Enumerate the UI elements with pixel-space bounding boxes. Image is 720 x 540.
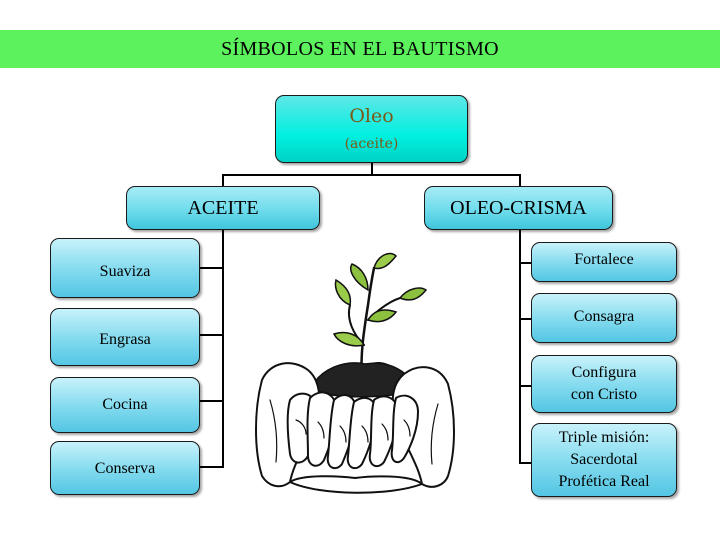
- leaf-label-line-3: Profética Real: [558, 473, 650, 490]
- leaf-label: Suaviza: [99, 263, 151, 280]
- right-tick-1: [519, 262, 531, 264]
- leaf-conserva: Conserva: [50, 441, 200, 495]
- category-bar: [222, 174, 521, 176]
- category-oleo-crisma-label: OLEO-CRISMA: [450, 197, 587, 219]
- leaf-label: Consagra: [573, 308, 635, 325]
- leaf-label-line-1: Triple misión:: [558, 429, 650, 446]
- right-spine: [519, 230, 521, 464]
- title-bar: [0, 30, 720, 68]
- leaf-consagra: Consagra: [531, 293, 677, 343]
- seedling-drawing: [255, 252, 455, 494]
- leaf-label: Fortalece: [574, 251, 634, 268]
- right-tick-3: [519, 385, 531, 387]
- diagram-title: SÍMBOLOS EN EL BAUTISMO: [221, 38, 499, 60]
- left-tick-1: [200, 267, 224, 269]
- leaf-label-line-2: Sacerdotal: [570, 451, 638, 468]
- leaf-suaviza: Suaviza: [50, 238, 200, 298]
- left-tick-4: [200, 466, 224, 468]
- leaf-cocina: Cocina: [50, 377, 200, 433]
- leaf-label-line-2: con Cristo: [570, 386, 638, 403]
- leaf-label: Conserva: [94, 460, 156, 477]
- leaf-configura-con-cristo: Configura con Cristo: [531, 355, 677, 413]
- leaf-label: Engrasa: [99, 331, 151, 348]
- right-tick-4: [519, 462, 531, 464]
- leaf-engrasa: Engrasa: [50, 308, 200, 366]
- left-spine: [222, 230, 224, 468]
- leaf-triple-mision: Triple misión: Sacerdotal Profética Real: [531, 423, 677, 497]
- hands-seedling-illustration: [250, 250, 460, 500]
- root-subtitle: (aceite): [344, 136, 399, 152]
- category-aceite-label: ACEITE: [187, 197, 259, 219]
- root-stem: [371, 163, 373, 175]
- leaf-label: Cocina: [102, 396, 148, 413]
- root-title: Oleo: [349, 105, 394, 127]
- right-tick-2: [519, 318, 531, 320]
- leaf-label-line-1: Configura: [571, 364, 637, 381]
- left-drop: [222, 174, 224, 186]
- category-oleo-crisma: OLEO-CRISMA: [424, 186, 613, 230]
- left-tick-2: [200, 334, 224, 336]
- category-aceite: ACEITE: [126, 186, 320, 230]
- root-node-oleo: Oleo (aceite): [275, 95, 468, 163]
- left-tick-3: [200, 400, 224, 402]
- leaf-fortalece: Fortalece: [531, 242, 677, 282]
- right-drop: [519, 174, 521, 186]
